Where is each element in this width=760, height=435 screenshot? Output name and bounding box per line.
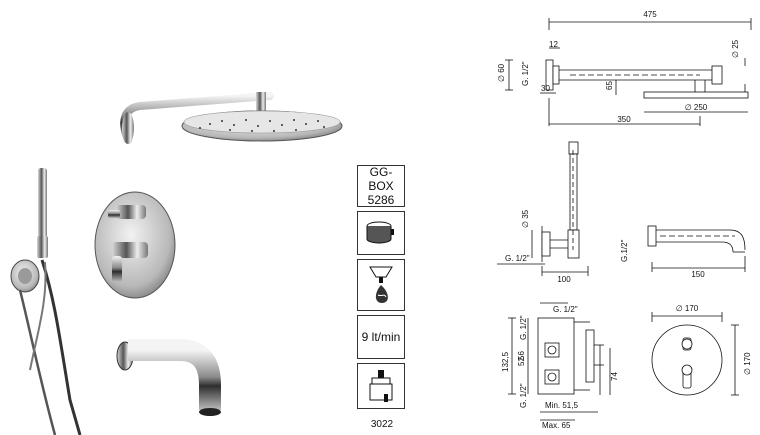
cartridge-badge xyxy=(357,363,405,409)
cylinder-icon xyxy=(366,221,394,244)
flow-rate-badge: 9 lt/min xyxy=(357,315,405,359)
water-saving-badge xyxy=(357,259,405,311)
box-code: 5286 xyxy=(367,193,395,207)
wall-mount-badge xyxy=(357,211,405,255)
box-name: GG-BOX xyxy=(368,165,394,193)
mixer-photo xyxy=(94,191,176,299)
shower-head-photo xyxy=(120,92,343,144)
gg-box-badge: GG-BOX 5286 xyxy=(357,165,405,207)
flow-rate-text: 9 lt/min xyxy=(361,330,401,344)
feature-icons: GG-BOX 5286 9 lt/min xyxy=(357,165,407,413)
water-drop-icon xyxy=(369,266,393,303)
spout-photo xyxy=(116,339,221,416)
hand-shower-photo xyxy=(10,168,82,435)
cartridge-icon xyxy=(369,370,393,402)
cartridge-code: 3022 xyxy=(370,419,394,430)
